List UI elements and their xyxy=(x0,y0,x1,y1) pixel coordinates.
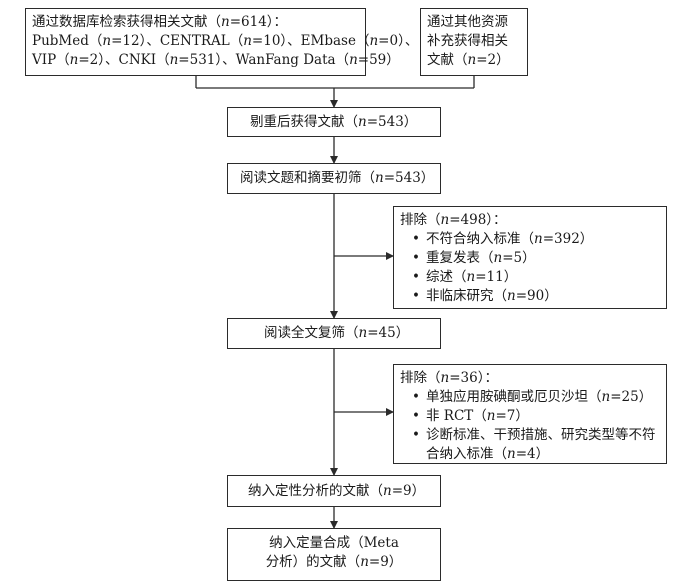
exclusion-2-header: 排除（n=36）： xyxy=(400,370,498,386)
other-sources-box: 通过其他资源 补充获得相关 文献（n=2） xyxy=(420,8,528,76)
exclusion-box-2: 排除（n=36）： 单独应用胺碘酮或厄贝沙坦（n=25） 非 RCT（n=7） … xyxy=(393,364,667,464)
fulltext-screening-box: 阅读全文复筛（n=45） xyxy=(227,318,441,349)
exclusion-2-item: 单独应用胺碘酮或厄贝沙坦（n=25） xyxy=(400,388,666,407)
exclusion-1-header: 排除（n=498）： xyxy=(400,212,507,228)
source-pubmed: PubMed（n=12）、 xyxy=(32,33,160,49)
source-central: CENTRAL（n=10）、 xyxy=(159,33,301,49)
exclusion-box-1: 排除（n=498）： 不符合纳入标准（n=392） 重复发表（n=5） 综述（n… xyxy=(393,206,667,309)
database-search-line-2: PubMed（n=12）、CENTRAL（n=10）、EMbase（n=0）、 xyxy=(32,32,418,51)
exclusion-2-item: 非 RCT（n=7） xyxy=(400,407,666,426)
title-abstract-screening-box: 阅读文题和摘要初筛（n=543） xyxy=(227,163,441,194)
source-cnki: CNKI（n=531）、 xyxy=(118,52,236,68)
exclusion-1-item: 不符合纳入标准（n=392） xyxy=(400,230,666,249)
dedup-box: 剔重后获得文献（n=543） xyxy=(227,107,441,137)
exclusion-1-item: 重复发表（n=5） xyxy=(400,249,666,268)
database-search-total: 通过数据库检索获得相关文献（n=614）： xyxy=(32,14,288,30)
source-vip: VIP（n=2）、 xyxy=(32,52,119,68)
database-search-box: 通过数据库检索获得相关文献（n=614）： PubMed（n=12）、CENTR… xyxy=(25,8,418,76)
database-search-line-3: VIP（n=2）、CNKI（n=531）、WanFang Data（n=59） xyxy=(32,51,400,70)
exclusion-1-item: 非临床研究（n=90） xyxy=(400,287,666,306)
source-wanfang: WanFang Data（n=59） xyxy=(235,52,400,68)
source-embase: EMbase（n=0）、 xyxy=(300,33,419,49)
exclusion-1-item: 综述（n=11） xyxy=(400,268,666,287)
exclusion-2-item: 诊断标准、干预措施、研究类型等不符合纳入标准（n=4） xyxy=(400,426,664,464)
meta-analysis-box: 纳入定量合成（Meta 分析）的文献（n=9） xyxy=(227,528,441,581)
qualitative-analysis-box: 纳入定性分析的文献（n=9） xyxy=(227,475,441,507)
